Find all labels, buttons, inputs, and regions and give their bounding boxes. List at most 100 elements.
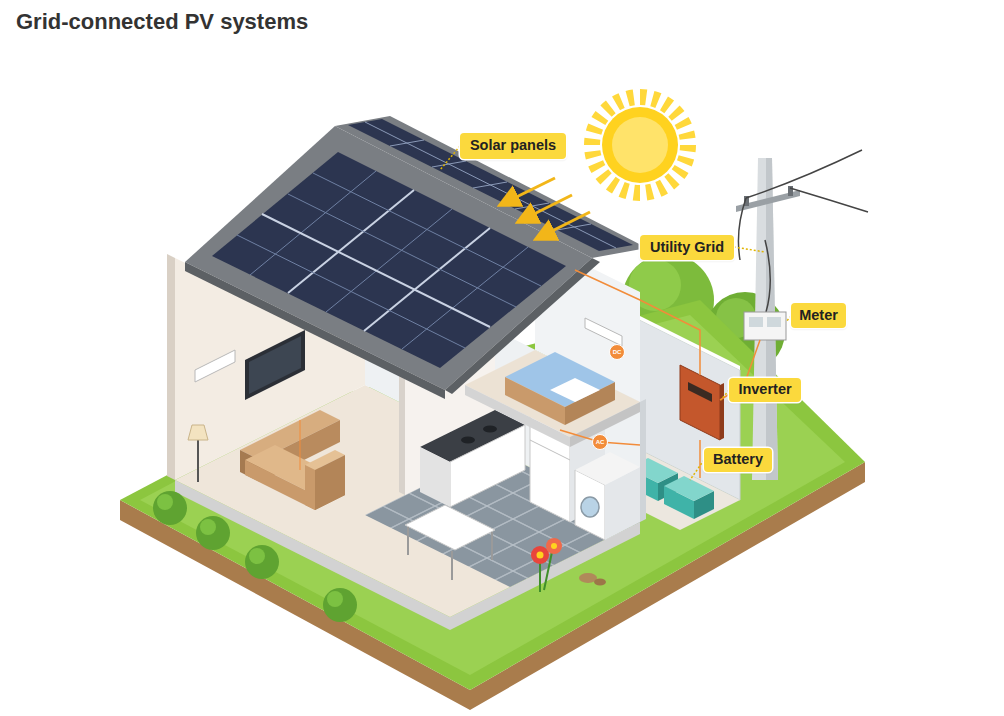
roof-front-slope-part: [212, 152, 566, 368]
meter-symbol: [744, 312, 786, 340]
partition-wall-part: [399, 372, 405, 495]
bushes-part: [196, 516, 230, 550]
sun-symbol-part: [602, 107, 678, 183]
sunlight-arrows: [502, 178, 590, 238]
flower-part: [537, 552, 544, 559]
diagram-title: Grid-connected PV systems: [16, 9, 308, 35]
sun-symbol: [592, 97, 688, 193]
living-room-furniture-part: [315, 455, 345, 510]
kitchen-furniture-part: [407, 527, 409, 555]
utility-pole-part: [765, 240, 770, 312]
ground-island: [120, 300, 865, 710]
roof-back-slope-part: [432, 161, 466, 167]
kitchen-furniture-part: [451, 551, 453, 580]
callout-label: Battery: [704, 448, 772, 472]
living-room-furniture: [188, 330, 345, 510]
electric-wires-part: [699, 440, 701, 478]
utility-pole-part: [746, 150, 862, 198]
flower: [531, 538, 606, 592]
current-badge: DC: [609, 344, 625, 360]
roof-back-slope-part: [390, 140, 424, 146]
roof-front-slope: [185, 126, 600, 399]
inverter-symbol: [680, 365, 724, 440]
living-room-furniture-part: [197, 440, 199, 482]
kitchen-furniture-part: [491, 532, 493, 560]
flower-part: [551, 543, 557, 549]
kitchen-furniture-part: [405, 505, 495, 550]
flower-part: [594, 579, 606, 586]
house-walls-part: [640, 399, 646, 522]
callout-label: Utility Grid: [640, 235, 734, 260]
roof-front-slope-part: [262, 214, 490, 327]
roof-front-slope-part: [402, 247, 528, 349]
electric-wires-part: [300, 420, 301, 470]
kitchen-furniture-part: [581, 497, 599, 517]
sunlight-arrows-part: [538, 212, 590, 238]
house-walls-part: [167, 254, 175, 480]
living-room-furniture-part: [249, 336, 301, 394]
electric-wires: [300, 270, 760, 478]
roof-back-slope-part: [473, 182, 507, 188]
living-room-furniture-part: [305, 465, 315, 510]
kitchen-furniture-part: [575, 452, 640, 485]
roof-front-slope-part: [288, 194, 516, 307]
inverter-symbol-part: [680, 365, 720, 440]
meter-symbol-part: [744, 312, 786, 340]
leader-lines-part: [440, 146, 460, 170]
flower-part: [539, 560, 541, 592]
living-room-furniture-part: [188, 425, 208, 440]
flower-part: [546, 538, 562, 554]
roof-front-slope-part: [313, 173, 541, 286]
roof-front-slope-part: [288, 190, 414, 293]
bushes-part: [157, 494, 173, 510]
bushes: [153, 491, 357, 622]
bushes-part: [249, 548, 265, 564]
kitchen-furniture-part: [483, 426, 497, 433]
bushes-part: [200, 519, 216, 535]
label-text: Battery: [713, 452, 763, 468]
bushes-part: [323, 588, 357, 622]
electric-wires-part: [575, 270, 700, 375]
sunlight-arrows-part: [520, 195, 572, 221]
leader-lines-part: [734, 247, 765, 252]
living-room-furniture-part: [245, 460, 315, 510]
sunlight-arrows-part: [502, 178, 555, 204]
current-badge: AC: [592, 434, 608, 450]
bushes-part: [153, 491, 187, 525]
label-text: Meter: [799, 308, 838, 324]
roof-front-slope-part: [364, 228, 490, 331]
living-room-furniture-part: [195, 350, 235, 382]
label-text: Inverter: [738, 382, 791, 398]
label-text: DC: [613, 349, 622, 355]
kitchen-furniture-part: [461, 437, 475, 444]
leader-lines: [440, 146, 791, 480]
leader-lines-part: [721, 390, 729, 400]
sun-symbol-part: [592, 97, 688, 193]
ground-island-part: [120, 300, 865, 690]
kitchen-furniture-part: [450, 425, 525, 507]
label-text: AC: [596, 439, 605, 445]
callout-label: Inverter: [729, 378, 801, 402]
upper-floor-part: [585, 318, 622, 346]
upper-floor-part: [505, 377, 565, 425]
inverter-symbol-part: [688, 382, 712, 402]
roof-front-slope-part: [250, 171, 376, 275]
label-text: Utility Grid: [650, 240, 724, 256]
kitchen-furniture-part: [420, 447, 450, 507]
living-room-furniture-part: [245, 330, 305, 400]
meter-symbol-part: [767, 317, 781, 327]
meter-symbol-part: [749, 317, 763, 327]
utility-pole: [736, 150, 868, 480]
bushes-part: [245, 545, 279, 579]
roof-front-slope-part: [185, 126, 592, 390]
utility-pole-part: [738, 198, 746, 260]
sun-symbol-part: [612, 117, 668, 173]
roof-front-slope-part: [326, 209, 452, 312]
flower-part: [531, 546, 549, 564]
leader-lines-part: [690, 460, 704, 480]
upper-floor-part: [550, 378, 600, 402]
callout-label: Meter: [791, 303, 846, 328]
callout-label: Solar panels: [460, 133, 566, 159]
battery-symbol-part: [664, 476, 714, 501]
